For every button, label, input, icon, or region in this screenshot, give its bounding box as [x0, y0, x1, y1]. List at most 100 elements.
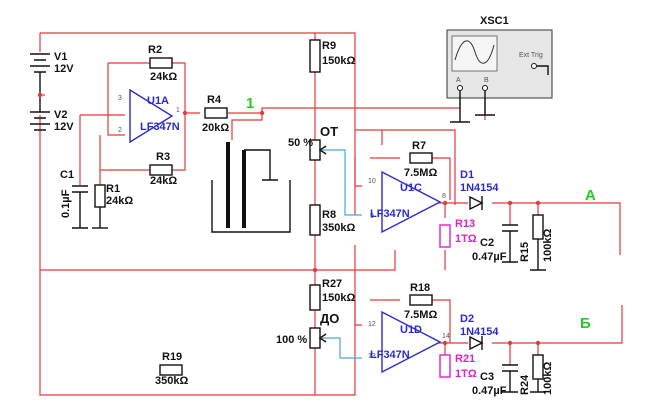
- resistor-r13: R13 1TΩ: [439, 218, 477, 248]
- diode-d2-model: 1N4154: [460, 326, 499, 338]
- junctions: [37, 92, 541, 346]
- output-label-b: Б: [580, 315, 591, 332]
- pin-u1d-plus: 12: [368, 321, 376, 328]
- pin-u1a-plus: 3: [118, 95, 122, 102]
- capacitor-c2-name: C2: [480, 237, 494, 249]
- resistor-r1: R1 24kΩ: [92, 183, 133, 229]
- source-v2: V2 12V: [30, 109, 74, 133]
- resistor-r21-value: 1TΩ: [455, 368, 477, 380]
- opamp-u1a-model: LF347N: [140, 121, 180, 133]
- pin-u1a-minus: 2: [118, 127, 122, 134]
- resistor-r2-name: R2: [148, 44, 162, 56]
- capacitor-c3-name: C3: [480, 371, 494, 383]
- oscilloscope-pin-a: A: [456, 77, 461, 84]
- oscilloscope-pin-b: B: [484, 77, 489, 84]
- diode-d2-name: D2: [460, 313, 474, 325]
- resistor-r4-value: 20kΩ: [202, 122, 229, 134]
- resistor-r18-name: R18: [410, 282, 430, 294]
- opamp-u1c-name: U1C: [400, 182, 422, 194]
- resistor-r24: R24 100kΩ: [519, 354, 554, 395]
- pin-u1c-out: 8: [442, 193, 446, 200]
- diode-d1-name: D1: [460, 169, 474, 181]
- source-v1-value: 12V: [54, 63, 74, 75]
- resistor-r3: R3 24kΩ: [149, 151, 177, 187]
- source-v2-name: V2: [54, 109, 67, 121]
- electrode-tank: [211, 142, 291, 233]
- capacitor-c2-value: 0.47µF: [472, 251, 507, 263]
- resistor-r8: R8 350kΩ: [309, 204, 355, 236]
- resistor-r8-value: 350kΩ: [322, 222, 355, 234]
- resistor-r3-value: 24kΩ: [150, 175, 177, 187]
- opamp-u1a: 3 2 1 U1A LF347N: [118, 88, 180, 144]
- resistor-r4-name: R4: [207, 94, 222, 106]
- resistor-r2: R2 24kΩ: [148, 44, 177, 83]
- resistor-r9: R9 150kΩ: [309, 39, 355, 73]
- pin-u1a-out: 1: [176, 107, 180, 114]
- resistor-r15: R15 100kΩ: [519, 214, 554, 271]
- pin-u1c-plus: 10: [368, 178, 376, 185]
- capacitor-c3-value: 0.47µF: [472, 385, 507, 397]
- resistor-r7-value: 7.5MΩ: [404, 167, 437, 179]
- source-v2-value: 12V: [54, 121, 74, 133]
- resistor-r27-value: 150kΩ: [322, 292, 355, 304]
- resistor-r27-name: R27: [322, 278, 342, 290]
- resistor-r8-name: R8: [322, 209, 336, 221]
- resistor-r2-value: 24kΩ: [150, 71, 177, 83]
- potentiometer-ot-percent: 50 %: [288, 137, 313, 149]
- resistor-r18-value: 7.5MΩ: [404, 309, 437, 321]
- resistor-r4: R4 20kΩ: [202, 94, 229, 134]
- potentiometer-do: ДО 100 %: [276, 311, 339, 349]
- oscilloscope-name: XSC1: [480, 15, 509, 27]
- resistor-r15-name: R15: [519, 242, 531, 262]
- potentiometer-ot-label: OT: [320, 124, 338, 139]
- opamp-u1a-name: U1A: [147, 95, 169, 107]
- resistor-r19-name: R19: [162, 351, 182, 363]
- pin-u1d-minus: 13: [368, 353, 376, 360]
- resistor-r13-value: 1TΩ: [455, 233, 477, 245]
- resistor-r24-value: 100kΩ: [542, 362, 554, 395]
- resistor-r9-value: 150kΩ: [322, 55, 355, 67]
- opamp-u1d-name: U1D: [400, 324, 422, 336]
- resistor-r9-name: R9: [322, 40, 336, 52]
- scope-screen: [451, 35, 498, 72]
- opamp-u1c: 10 9 8 U1C LF347N: [368, 170, 446, 234]
- resistor-r21-name: R21: [455, 353, 475, 365]
- resistor-r19-value: 350kΩ: [155, 375, 188, 387]
- source-v1-name: V1: [54, 51, 67, 63]
- resistor-r13-name: R13: [455, 218, 475, 230]
- capacitor-c3: C3 0.47µF: [472, 364, 518, 397]
- diode-d2: D2 1N4154: [460, 313, 499, 351]
- opamp-u1c-model: LF347N: [370, 208, 410, 220]
- source-v1: V1 12V: [30, 51, 74, 75]
- resistor-r24-name: R24: [519, 374, 531, 395]
- capacitor-c2: C2 0.47µF: [472, 224, 518, 263]
- pin-u1c-minus: 9: [370, 213, 374, 220]
- oscilloscope-ext-trig: Ext Trig: [519, 52, 543, 59]
- oscilloscope-xsc1: XSC1 A B Ext Trig: [446, 15, 553, 123]
- resistor-r18: R18 7.5MΩ: [404, 282, 437, 321]
- resistor-r1-name: R1: [106, 183, 120, 195]
- resistor-r1-value: 24kΩ: [106, 195, 133, 207]
- resistor-r21: R21 1TΩ: [439, 353, 477, 380]
- potentiometer-ot: OT 50 %: [288, 124, 338, 161]
- resistor-r15-value: 100kΩ: [542, 229, 554, 262]
- capacitor-c1-name: C1: [60, 169, 74, 181]
- potentiometer-do-percent: 100 %: [276, 334, 307, 346]
- resistor-r27: R27 150kΩ: [309, 278, 355, 311]
- pin-u1d-out: 14: [442, 333, 450, 340]
- diode-d1: D1 1N4154: [460, 169, 499, 211]
- diode-d1-model: 1N4154: [460, 182, 499, 194]
- scope-trace: [454, 40, 495, 64]
- opamp-u1d-model: LF347N: [370, 349, 410, 361]
- resistor-r19: R19 350kΩ: [155, 351, 188, 387]
- resistor-r7-name: R7: [412, 140, 426, 152]
- potentiometer-do-label: ДО: [320, 311, 339, 326]
- capacitor-c1-value: 0.1µF: [60, 189, 72, 218]
- resistor-r7: R7 7.5MΩ: [404, 140, 437, 179]
- opamp-u1d: 12 13 14 U1D LF347N: [368, 310, 450, 374]
- node-label-1: 1: [246, 95, 254, 112]
- capacitor-c1: C1 0.1µF: [60, 169, 88, 229]
- resistor-r3-name: R3: [156, 151, 170, 163]
- output-label-a: A: [585, 187, 596, 204]
